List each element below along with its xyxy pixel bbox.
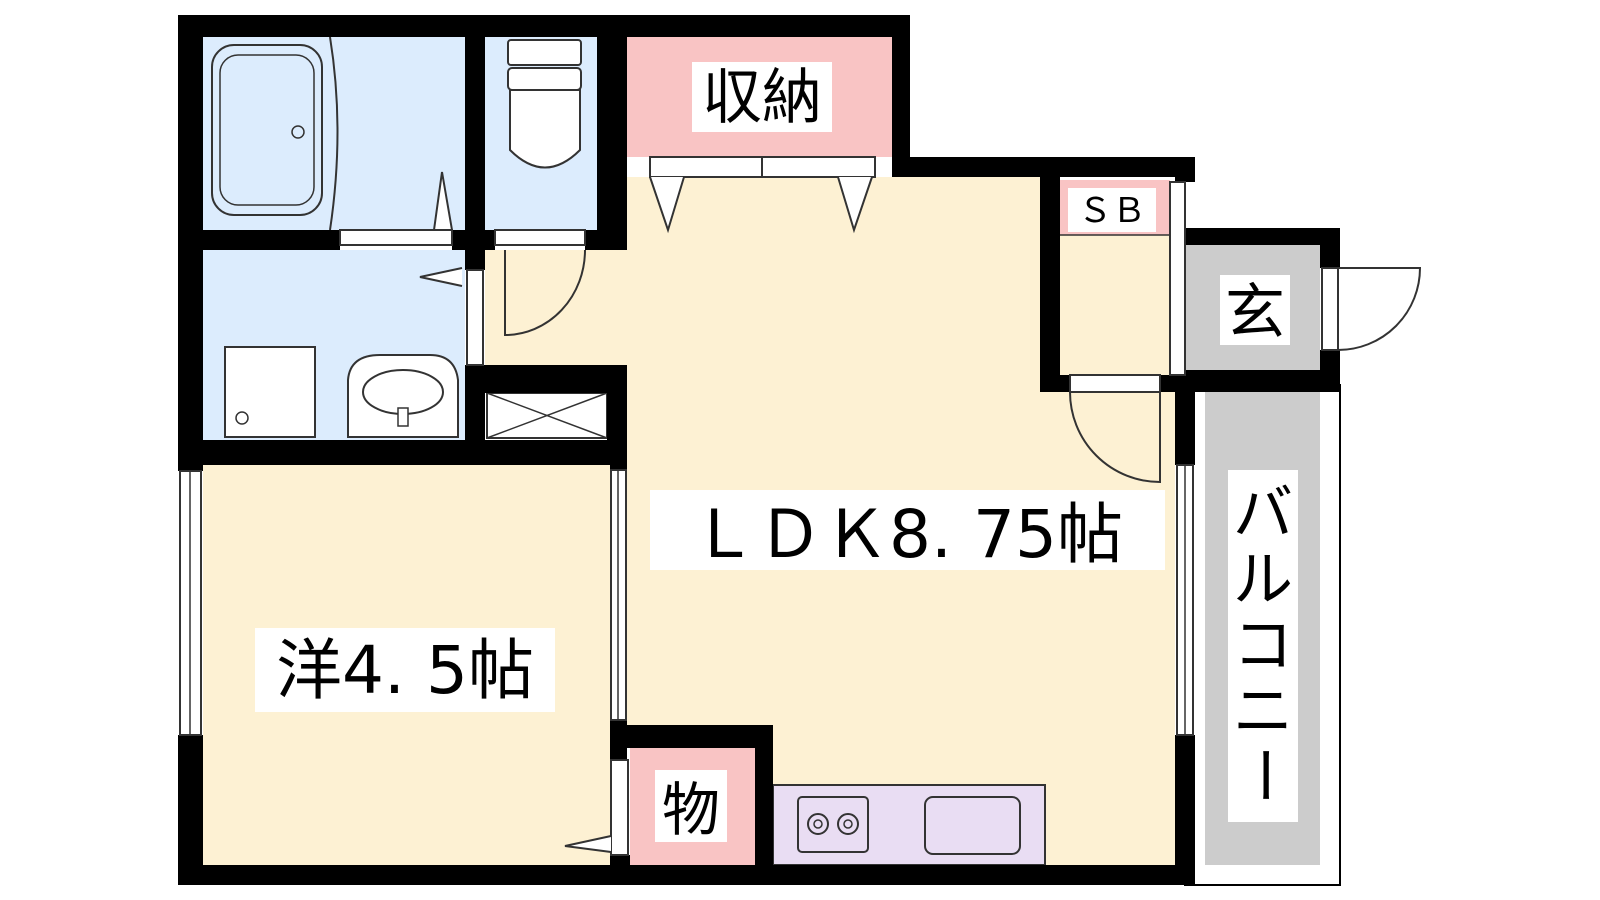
burner-left-icon [807,813,829,835]
wall-bottom [178,865,1185,885]
wall-bath-bottom-right [452,230,485,250]
storage-label: 収納 [702,63,822,133]
wall-closet-right [755,725,773,885]
stove [797,796,869,853]
entrance-label: 玄 [1225,278,1285,348]
sb-shelf-edge [1169,181,1186,376]
wall-ldk-right-lower [1175,735,1195,885]
wall-toilet-right [597,15,627,250]
toilet-tank [507,39,582,66]
wall-storage-right [892,15,910,177]
wall-shaft-top [465,365,627,393]
washroom-door-marker [419,267,463,287]
bathtub [211,44,323,216]
toilet-bowl [509,89,581,169]
closet-label: 物 [662,776,720,844]
wall-bath-right [465,15,485,250]
sb-label: ＳＢ [1078,191,1146,231]
wall-closet-left-lower [610,855,630,885]
western-label-bg [255,628,555,712]
burner-left-inner-icon [813,819,823,829]
wall-ldk-right-upper [1175,157,1195,182]
closet-label-bg [655,770,727,842]
closet-door-marker [564,835,612,853]
pipe-shaft-cross-2 [486,392,608,439]
washroom-door-frame [466,269,484,366]
closet-door-frame [610,759,629,856]
wall-entrance-top [1185,228,1340,245]
entrance-door-swing [1337,267,1422,351]
wall-entrance-bottom [1185,370,1340,392]
storage-door-marker-left [649,176,685,234]
wall-washroom-right-upper [465,250,485,270]
ldk-label-bg [650,490,1165,570]
storage-label-bg [692,62,832,132]
toilet-lid [507,67,582,91]
balcony-label-char-1: バ [1233,479,1293,549]
bath-door-marker [433,171,453,231]
wall-toilet-bottom-right [585,230,627,250]
balcony-label-char-3: コ [1233,611,1293,681]
hall-door-frame [1069,374,1161,393]
washing-machine [224,346,316,438]
wall-closet-top [610,725,770,748]
burner-right-icon [837,813,859,835]
sb-label-bg [1068,188,1156,232]
balcony-label-char-5-group: ー [1228,745,1298,805]
wall-western-top [178,440,627,465]
wall-top-left [178,15,910,37]
wall-bath-bottom-left [178,230,340,250]
ldk-label: ＬＤＫ8. 75帖 [691,496,1123,573]
storage-door-marker-right [837,176,873,234]
washing-machine-drain-icon [235,411,249,425]
walls [178,15,1340,885]
entrance-door-frame [1321,267,1339,351]
bathtub-inner [219,54,315,206]
kitchen-sink [924,796,1021,855]
bathtub-drain-icon [291,125,305,139]
entrance-label-bg [1220,275,1290,345]
balcony-label-bg [1228,470,1298,822]
hall-floor [1060,235,1170,375]
wall-sb-left [1040,157,1060,392]
balcony-label-char-2: ル [1233,545,1293,615]
burner-right-inner-icon [843,819,853,829]
wall-western-right-upper [610,440,627,470]
toilet-door-frame [494,229,586,246]
balcony-label-char-4: ニ [1233,677,1293,747]
washbasin-faucet-icon [397,407,409,427]
wall-left-lower [178,735,203,885]
toilet-door-swing [504,249,586,337]
bathroom-partition [329,36,339,231]
balcony-label-char-5: ー [1228,745,1298,805]
wall-toilet-bottom [485,230,495,250]
wall-entrance-right-upper [1320,228,1340,268]
wall-ldk-right-mid [1175,375,1195,465]
western-room-label: 洋4. 5帖 [276,632,534,709]
bath-door-frame [339,229,453,246]
hall-door-swing [1069,391,1161,484]
